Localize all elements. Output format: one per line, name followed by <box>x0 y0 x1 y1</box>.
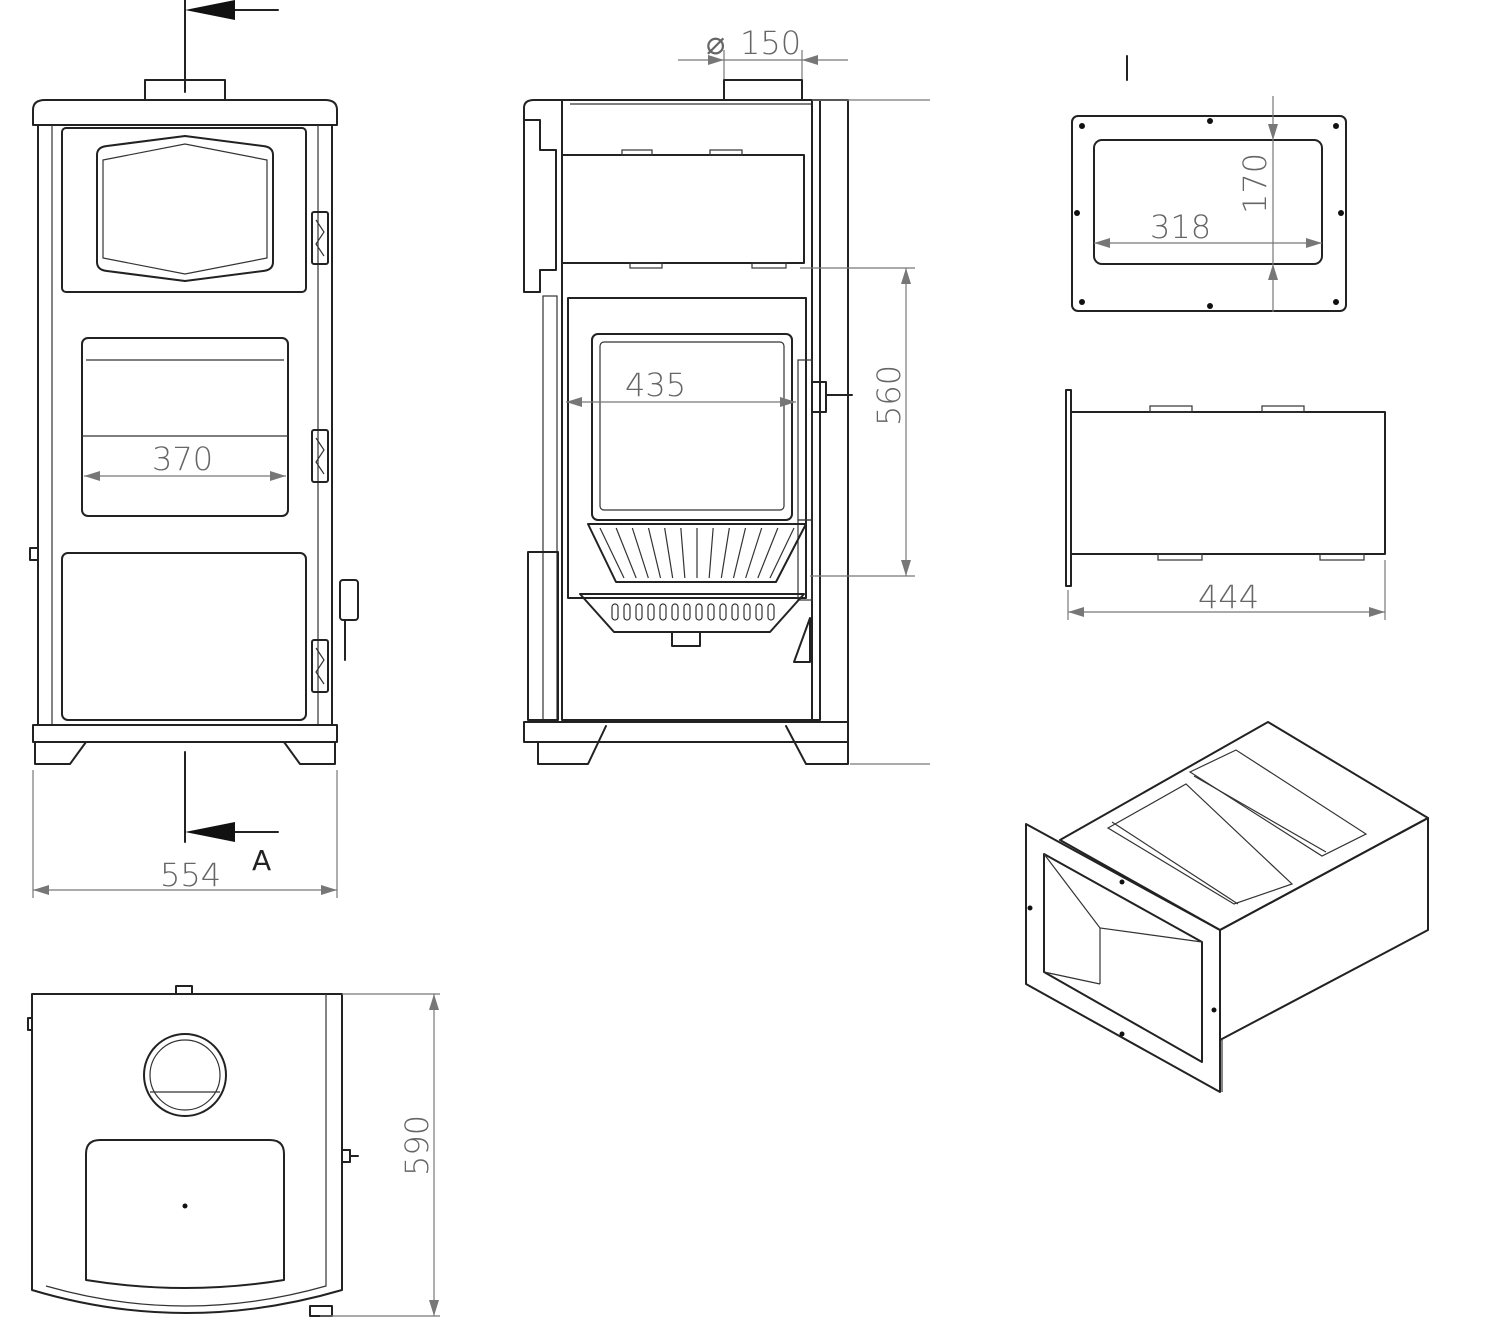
door-handle-icon <box>339 579 359 621</box>
front-lower-door <box>61 552 307 721</box>
top-view-flue <box>143 1033 227 1117</box>
section-label: A <box>252 844 271 877</box>
grate-bar <box>664 527 674 579</box>
diameter-symbol: ⌀ <box>706 24 725 62</box>
section-deflector <box>793 617 811 663</box>
section-arrow-top <box>185 0 235 20</box>
box-flange <box>1071 115 1347 312</box>
box-opening <box>1093 139 1323 265</box>
dim-top-depth: 590 <box>398 1115 436 1176</box>
grate-bar <box>757 527 779 579</box>
dim-flue-diameter: 150 <box>740 24 801 62</box>
section-oven <box>561 154 805 264</box>
box-side-view: 444 <box>1065 389 1386 620</box>
section-foot-left <box>537 725 607 765</box>
ashpan-slot <box>731 603 739 621</box>
section-foot-right <box>785 725 849 765</box>
section-base <box>523 721 849 743</box>
section-view: ⌀ 150 <box>523 24 930 765</box>
front-top-plate <box>32 99 338 126</box>
ashpan-slot <box>719 603 727 621</box>
grate-bar <box>745 527 763 579</box>
section-front-casting <box>523 119 557 293</box>
front-foot-right <box>283 741 336 765</box>
front-upper-door <box>61 127 307 293</box>
grate-bar <box>769 527 795 579</box>
air-control-icon <box>811 381 827 413</box>
ashpan-slot <box>611 603 619 621</box>
dim-front-width: 554 <box>160 856 221 894</box>
ashpan-slot <box>755 603 763 621</box>
grate-bar <box>599 527 625 579</box>
dim-opening-width: 318 <box>1150 208 1211 246</box>
dim-opening-height: 170 <box>1236 153 1274 214</box>
dim-firebox-height: 560 <box>870 365 908 426</box>
section-top-plate <box>523 99 821 121</box>
hinge-middle-icon <box>311 429 329 483</box>
section-ashpan <box>579 593 805 633</box>
front-oven-panel <box>81 337 289 517</box>
section-flue-collar <box>723 79 803 101</box>
iso-top <box>1059 721 1429 931</box>
ashpan-slot <box>659 603 667 621</box>
ashpan-slot <box>683 603 691 621</box>
front-foot-left <box>34 741 87 765</box>
grate-bar <box>631 527 649 579</box>
grate-bar <box>647 527 662 579</box>
grate-bar <box>732 527 747 579</box>
box-side-body <box>1070 411 1386 555</box>
top-view-body <box>31 993 343 1314</box>
hinge-top-icon <box>311 211 329 265</box>
section-firebox <box>567 297 807 599</box>
section-ashpan-door <box>527 551 559 721</box>
ashpan-slot <box>707 603 715 621</box>
grate-bar <box>708 527 714 579</box>
box-front-view: 318 170 <box>1071 55 1347 312</box>
box-isometric-view <box>1025 721 1429 1093</box>
grate-bar <box>720 527 730 579</box>
front-base <box>32 724 338 743</box>
iso-flange <box>1025 823 1221 1093</box>
ashpan-slot <box>635 603 643 621</box>
iso-side <box>1219 817 1429 1041</box>
top-view: 590 <box>27 985 440 1317</box>
ashpan-slot <box>695 603 703 621</box>
dim-box-length: 444 <box>1198 578 1259 616</box>
ashpan-slot <box>743 603 751 621</box>
grate-bar <box>680 527 686 579</box>
ashpan-slot <box>671 603 679 621</box>
iso-opening <box>1043 853 1203 1063</box>
top-view-hotplate <box>85 1139 285 1289</box>
section-arrow-bottom <box>185 822 235 842</box>
dim-oven-width: 370 <box>152 440 213 478</box>
hinge-bottom-icon <box>311 639 329 693</box>
ashpan-handle-icon <box>671 631 701 647</box>
front-upper-window <box>96 135 274 282</box>
dim-firebox-depth: 435 <box>625 366 686 404</box>
grate-bar <box>615 527 637 579</box>
section-grate <box>587 523 807 583</box>
ashpan-slot <box>623 603 631 621</box>
front-view: A 370 554 <box>29 0 359 898</box>
section-body <box>561 99 821 721</box>
section-firebox-window <box>591 333 793 521</box>
ashpan-slot <box>767 603 775 621</box>
ashpan-slot <box>647 603 655 621</box>
